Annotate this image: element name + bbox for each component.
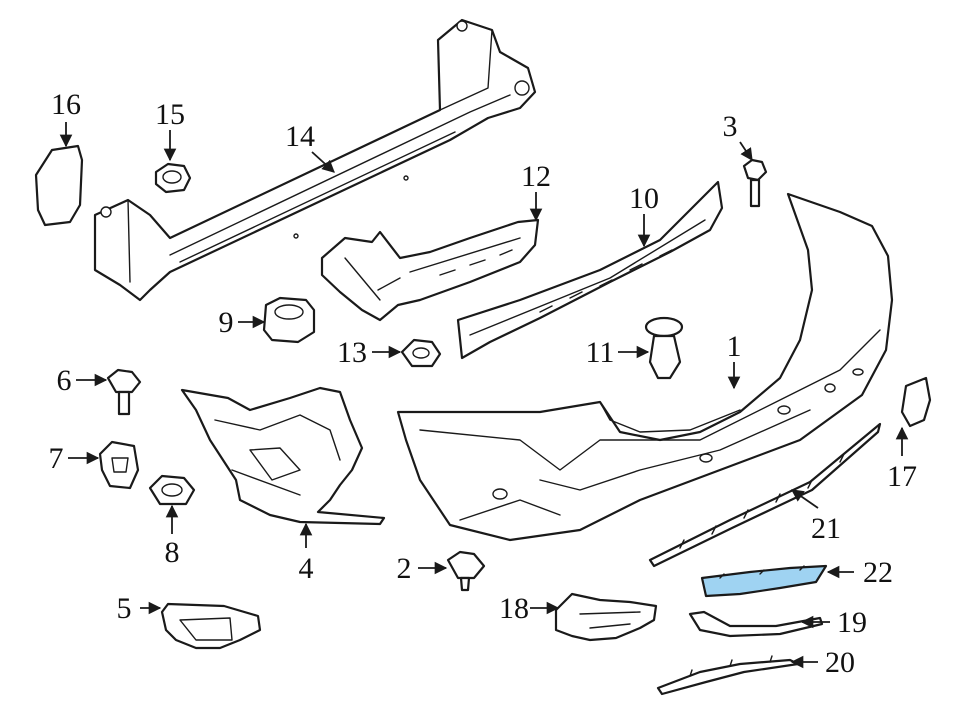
callout-10: 10 <box>629 182 659 215</box>
callout-labels: 16 15 14 12 10 3 9 13 11 1 6 7 8 4 17 21… <box>49 88 918 679</box>
part-16-cover-plate[interactable] <box>34 144 84 227</box>
part-1-bumper-cover[interactable] <box>396 192 894 542</box>
part-20-lower-strip[interactable] <box>656 655 800 696</box>
part-7-clip-nut[interactable] <box>98 440 140 490</box>
part-12-bracket[interactable] <box>320 218 540 322</box>
callout-14: 14 <box>285 120 315 153</box>
callout-7: 7 <box>49 442 64 475</box>
part-11-push-clip[interactable] <box>644 316 684 380</box>
part-3-bolt[interactable] <box>742 158 768 208</box>
callout-19: 19 <box>837 606 867 639</box>
callout-8: 8 <box>165 536 180 569</box>
callout-13: 13 <box>337 336 367 369</box>
callout-4: 4 <box>299 552 314 585</box>
part-8-flange-nut[interactable] <box>148 474 196 506</box>
callout-20: 20 <box>825 646 855 679</box>
callout-16: 16 <box>51 88 81 121</box>
callout-1: 1 <box>727 330 742 363</box>
callout-5: 5 <box>117 592 132 625</box>
callout-6: 6 <box>57 364 72 397</box>
part-10-energy-absorber[interactable] <box>456 180 724 360</box>
callout-9: 9 <box>219 306 234 339</box>
part-21-trim-strip[interactable] <box>648 422 882 568</box>
callout-15: 15 <box>155 98 185 131</box>
part-13-flange-nut[interactable] <box>400 338 442 368</box>
callout-22: 22 <box>863 556 893 589</box>
callout-arrows <box>59 122 909 669</box>
callout-12: 12 <box>521 160 551 193</box>
part-18-mounting-bracket[interactable] <box>554 592 658 642</box>
part-2-bolt[interactable] <box>446 550 486 592</box>
part-5-lower-bracket[interactable] <box>160 602 262 650</box>
part-4-side-bracket[interactable] <box>180 386 386 526</box>
part-6-bolt[interactable] <box>106 368 142 416</box>
callout-11: 11 <box>586 336 615 369</box>
part-15-hex-nut[interactable] <box>154 162 192 194</box>
part-14-reinforcement-beam[interactable] <box>93 18 537 302</box>
callout-3: 3 <box>723 110 738 143</box>
callout-18: 18 <box>499 592 529 625</box>
callout-2: 2 <box>397 552 412 585</box>
part-17-end-cap[interactable] <box>900 376 932 428</box>
part-9-damper[interactable] <box>262 296 316 344</box>
callout-21: 21 <box>811 512 841 545</box>
part-19-lower-trim[interactable] <box>688 610 824 638</box>
callout-17: 17 <box>887 460 917 493</box>
part-22-reflector-trim[interactable] <box>700 564 828 598</box>
